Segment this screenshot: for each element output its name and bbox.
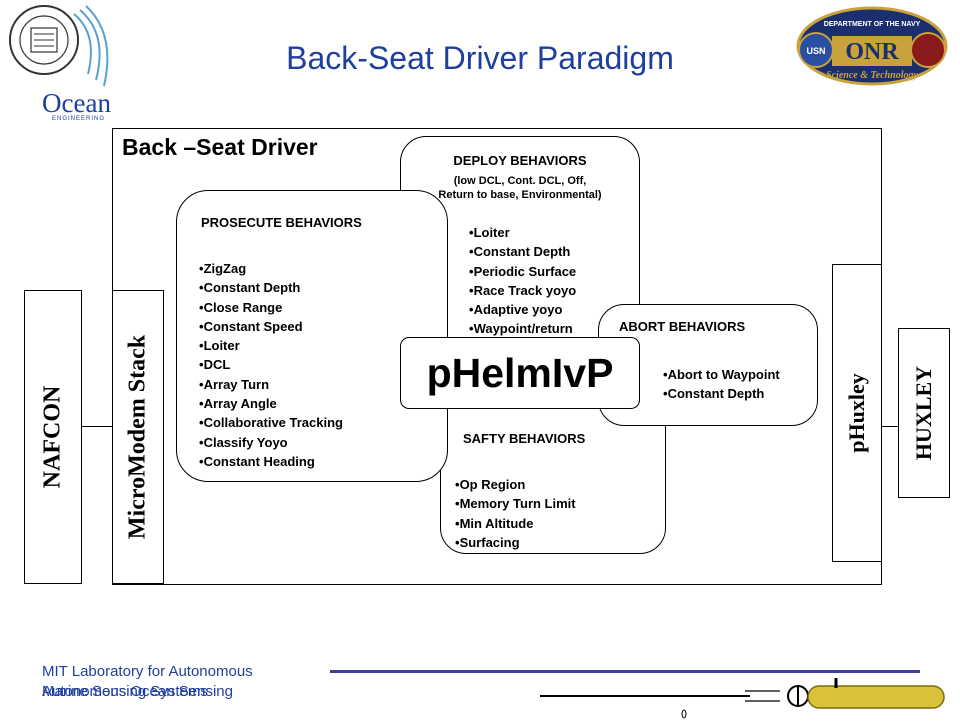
footer-rule <box>330 670 920 673</box>
list-item: Array Turn <box>199 375 343 394</box>
list-item: Adaptive yoyo <box>469 300 576 319</box>
list-item: Waypoint/return <box>469 319 576 338</box>
nafcon-box: NAFCON <box>24 290 82 584</box>
auv-vehicle <box>540 672 952 720</box>
onr-badge-icon: ONR DEPARTMENT OF THE NAVY Science & Tec… <box>796 6 948 86</box>
auv-vehicle-icon <box>540 678 945 719</box>
prosecute-heading: PROSECUTE BEHAVIORS <box>201 215 362 230</box>
list-item: Constant Depth <box>663 384 803 403</box>
deploy-subheading-2: Return to base, Environmental) <box>438 189 602 201</box>
deploy-list: Loiter Constant Depth Periodic Surface R… <box>469 223 577 339</box>
list-item: Race Track yoyo <box>469 281 577 300</box>
phuxley-box: pHuxley <box>832 264 882 562</box>
prosecute-list: ZigZag Constant Depth Close Range Consta… <box>199 259 343 471</box>
connector-nafcon <box>80 426 112 427</box>
engineering-wordmark: ENGINEERING <box>52 116 106 122</box>
mit-seal-icon <box>9 5 109 87</box>
phelmivp-box: pHelmIvP <box>400 337 640 409</box>
onr-logo: ONR DEPARTMENT OF THE NAVY Science & Tec… <box>796 6 948 86</box>
list-item: Min Altitude <box>455 514 576 533</box>
list-item: Abort to Waypoint <box>663 365 803 384</box>
usn-text: USN <box>806 46 825 56</box>
footer-line-2b: Autonomous Ocean Sensing <box>42 683 233 700</box>
huxley-box: HUXLEY <box>898 328 950 498</box>
phuxley-label: pHuxley <box>844 373 869 453</box>
list-item: Close Range <box>199 298 343 317</box>
footer-lab-name: MIT Laboratory for Autonomous Marine Sen… <box>42 662 253 702</box>
onr-letters: ONR <box>845 39 899 65</box>
ocean-wordmark: Ocean <box>42 88 111 118</box>
list-item: DCL <box>199 355 343 374</box>
mit-ocean-logo: Ocean ENGINEERING <box>4 2 116 126</box>
deploy-heading: DEPLOY BEHAVIORS <box>453 153 587 168</box>
back-seat-driver-label: Back –Seat Driver <box>122 134 318 160</box>
list-item: Op Region <box>455 475 576 494</box>
onr-top-text: DEPARTMENT OF THE NAVY <box>824 21 921 28</box>
onr-bottom-text: Science & Technology <box>826 70 918 81</box>
abort-heading: ABORT BEHAVIORS <box>619 319 746 334</box>
list-item: Array Angle <box>199 394 343 413</box>
list-item: Loiter <box>199 336 343 355</box>
page-title: Back-Seat Driver Paradigm <box>286 40 674 76</box>
list-item: Surfacing <box>455 533 576 552</box>
list-item: Constant Speed <box>199 317 343 336</box>
list-item: Memory Turn Limit <box>455 494 576 513</box>
micromodem-label: MicroModem Stack <box>124 334 151 540</box>
micromodem-box: MicroModem Stack <box>112 290 164 584</box>
list-item: Classify Yoyo <box>199 433 343 452</box>
safety-heading: SAFTY BEHAVIORS <box>463 431 586 446</box>
list-item: Constant Heading <box>199 452 343 471</box>
nafcon-label: NAFCON <box>39 385 66 489</box>
list-item: Periodic Surface <box>469 262 577 281</box>
list-item: ZigZag <box>199 259 343 278</box>
safety-list: Op Region Memory Turn Limit Min Altitude… <box>455 475 576 552</box>
connector-huxley <box>880 426 898 427</box>
footer-line-1: MIT Laboratory for Autonomous <box>42 663 253 680</box>
list-item: Collaborative Tracking <box>199 413 343 432</box>
list-item: Constant Depth <box>199 278 343 297</box>
prosecute-behaviors-box: PROSECUTE BEHAVIORS ZigZag Constant Dept… <box>176 190 448 482</box>
footer-line-2a: Marine Sensing Systems <box>42 683 208 700</box>
huxley-label: HUXLEY <box>911 365 936 461</box>
abort-list: Abort to Waypoint Constant Depth <box>663 365 803 404</box>
phelmivp-label: pHelmIvP <box>426 349 614 396</box>
deploy-subheading-1: (low DCL, Cont. DCL, Off, <box>453 175 587 187</box>
list-item: Constant Depth <box>469 242 576 261</box>
list-item: Loiter <box>469 223 576 242</box>
